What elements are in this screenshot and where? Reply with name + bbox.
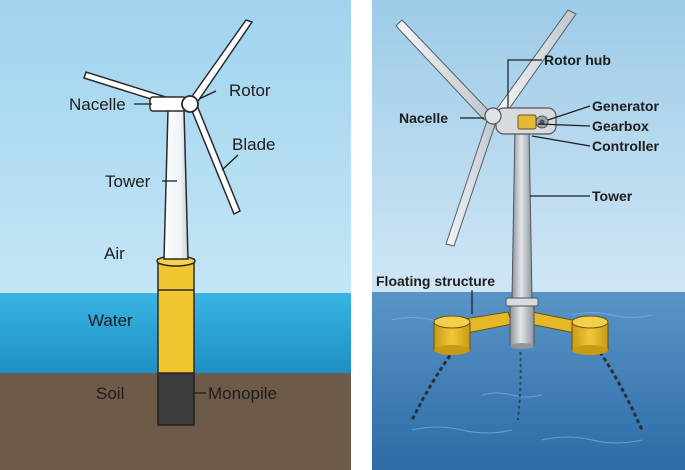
label-soil: Soil <box>96 384 124 403</box>
label-water: Water <box>88 311 133 330</box>
mooring-line-right <box>598 351 644 431</box>
label-floating-structure: Floating structure <box>376 273 495 289</box>
floating-turbine-diagram: Rotor hub Nacelle Generator Gearbox Cont… <box>372 0 685 470</box>
label-nacelle: Nacelle <box>69 95 126 114</box>
label-controller: Controller <box>592 138 659 154</box>
floating-turbine-svg: Rotor hub Nacelle Generator Gearbox Cont… <box>372 0 685 470</box>
label-generator: Generator <box>592 98 659 114</box>
tower <box>511 125 533 299</box>
nacelle <box>149 96 187 112</box>
tower <box>163 109 189 260</box>
label-nacelle: Nacelle <box>399 110 448 126</box>
mooring-line-center <box>517 345 522 421</box>
label-monopile: Monopile <box>208 384 277 403</box>
float-right <box>571 315 609 355</box>
label-rotor-hub: Rotor hub <box>544 52 611 68</box>
gearbox-component <box>517 114 537 130</box>
tower-base-column <box>509 299 535 347</box>
label-tower: Tower <box>105 172 151 191</box>
label-tower: Tower <box>592 188 633 204</box>
label-air: Air <box>104 244 125 263</box>
float-left <box>433 315 471 355</box>
monopile-turbine-svg: Nacelle Rotor Blade Tower Air Water Soil… <box>0 0 351 470</box>
rotor-hub <box>181 95 199 113</box>
monopile-turbine-diagram: Nacelle Rotor Blade Tower Air Water Soil… <box>0 0 351 470</box>
label-rotor: Rotor <box>229 81 271 100</box>
mooring-line-left <box>410 349 456 421</box>
monopile-buried-section <box>157 372 195 426</box>
label-gearbox: Gearbox <box>592 118 649 134</box>
rotor-hub <box>484 107 502 125</box>
monopile-yellow-section <box>157 258 195 374</box>
label-blade: Blade <box>232 135 275 154</box>
